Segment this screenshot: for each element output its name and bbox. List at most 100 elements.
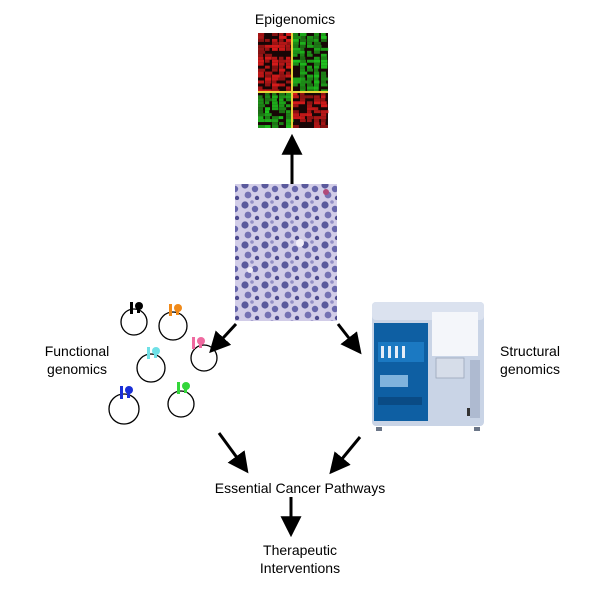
heatmap-cell xyxy=(272,101,278,105)
heatmap-cell xyxy=(258,104,265,108)
heatmap-cell xyxy=(286,98,293,102)
heatmap-cell xyxy=(300,65,305,69)
heatmap-cell xyxy=(307,113,312,117)
heatmap-cell xyxy=(272,98,277,102)
heatmap-cell xyxy=(321,83,328,87)
heatmap-cell xyxy=(279,122,284,126)
heatmap-cell xyxy=(272,44,280,48)
heatmap-cell xyxy=(307,83,314,87)
heatmap-cell xyxy=(314,35,319,39)
heatmap-cell xyxy=(293,92,298,96)
heatmap-cell xyxy=(307,95,314,99)
arrow-functional-to-pathways xyxy=(217,432,249,474)
heatmap-cell xyxy=(300,119,306,123)
heatmap-cell xyxy=(258,74,264,78)
heatmap-cell xyxy=(258,110,264,114)
heatmap-cell xyxy=(286,95,292,99)
heatmap-cell xyxy=(272,95,278,99)
heatmap-cell xyxy=(272,41,279,45)
heatmap-cell xyxy=(314,65,320,69)
heatmap-cell xyxy=(321,125,328,128)
heatmap-cell xyxy=(321,35,327,39)
heatmap-cell xyxy=(279,77,286,81)
heatmap-cell xyxy=(314,95,320,99)
heatmap-cell xyxy=(300,74,305,78)
heatmap-cell xyxy=(321,116,327,120)
epigenomics-heatmap xyxy=(258,33,329,128)
heatmap-cell xyxy=(293,44,299,48)
heatmap-cell xyxy=(300,89,306,93)
therapeutic-label-line2: Interventions xyxy=(259,560,341,576)
heatmap-cell xyxy=(293,38,299,42)
heatmap-cell xyxy=(272,74,280,78)
heatmap-cell xyxy=(321,89,328,93)
heatmap-cell xyxy=(321,38,327,42)
heatmap-cell xyxy=(314,68,319,72)
heatmap-cell xyxy=(321,92,326,96)
heatmap-cell xyxy=(258,95,263,99)
heatmap-cell xyxy=(258,62,264,66)
heatmap-cell xyxy=(314,62,320,66)
essential-cancer-pathways-label: Essential Cancer Pathways xyxy=(214,480,386,496)
heatmap-cell xyxy=(314,86,319,90)
plasmid xyxy=(120,302,148,336)
heatmap-cell xyxy=(286,65,292,69)
heatmap-cell xyxy=(314,101,321,105)
heatmap-cell xyxy=(300,68,306,72)
heatmap-cell xyxy=(265,77,272,81)
heatmap-cell xyxy=(265,44,273,48)
heatmap-cell xyxy=(286,56,291,60)
heatmap-cell xyxy=(258,44,265,48)
heatmap-cell xyxy=(293,50,301,54)
heatmap-cell xyxy=(307,116,314,120)
heatmap-cell xyxy=(300,56,306,60)
heatmap-cell xyxy=(300,62,307,66)
heatmap-cell xyxy=(300,44,306,48)
heatmap-cell xyxy=(272,116,280,120)
heatmap-cell xyxy=(272,83,280,87)
heatmap-cell xyxy=(286,89,293,93)
heatmap-cell xyxy=(279,83,286,87)
heatmap-cell xyxy=(279,38,284,42)
heatmap-cell xyxy=(300,83,306,87)
heatmap-cell xyxy=(300,33,307,36)
heatmap-cell xyxy=(272,62,279,66)
heatmap-cell xyxy=(265,113,272,117)
heatmap-cell xyxy=(258,33,265,36)
heatmap-cell xyxy=(307,59,314,63)
heatmap-cell xyxy=(293,83,298,87)
heatmap-cell xyxy=(286,113,292,117)
heatmap-cell xyxy=(272,47,278,51)
heatmap-cell xyxy=(265,80,272,84)
heatmap-cell xyxy=(314,38,319,42)
heatmap-cell xyxy=(293,35,301,39)
heatmap-cell xyxy=(279,92,285,96)
heatmap-cell xyxy=(258,68,266,72)
heatmap-cell xyxy=(286,74,292,78)
heatmap-cell xyxy=(265,101,270,105)
heatmap-cell xyxy=(314,59,321,63)
heatmap-cell xyxy=(265,59,270,63)
heatmap-cell xyxy=(293,62,299,66)
tissue-micrograph xyxy=(235,184,337,321)
heatmap-cell xyxy=(321,98,326,102)
heatmap-cell xyxy=(314,71,320,75)
structural-genomics-label-line1: Structural xyxy=(500,343,560,359)
heatmap-cell xyxy=(307,119,312,123)
heatmap-cell xyxy=(258,53,264,57)
heatmap-cell xyxy=(265,53,272,57)
heatmap-cell xyxy=(321,95,326,99)
heatmap-cell xyxy=(321,119,326,123)
heatmap-cell xyxy=(286,44,291,48)
plasmid-group xyxy=(108,302,218,425)
heatmap-cell xyxy=(307,104,313,108)
heatmap-cell xyxy=(272,56,278,60)
heatmap-cell xyxy=(300,38,307,42)
heatmap-cell xyxy=(265,107,271,111)
heatmap-cell xyxy=(307,80,312,84)
heatmap-cell xyxy=(314,50,320,54)
heatmap-cell xyxy=(258,59,265,63)
heatmap-cell xyxy=(272,119,279,123)
heatmap-cell xyxy=(279,56,284,60)
heatmap-cell xyxy=(286,59,292,63)
